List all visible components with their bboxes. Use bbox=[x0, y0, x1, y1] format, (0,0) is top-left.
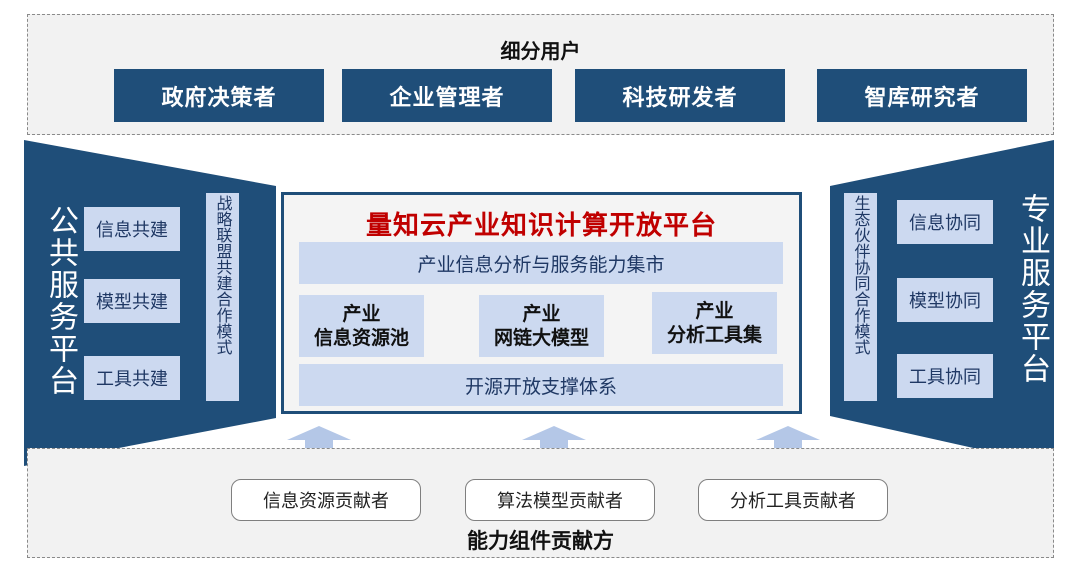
module-resource-pool-line1: 产业 bbox=[342, 303, 381, 325]
right-strip: 生态伙伴协同合作模式 bbox=[844, 193, 877, 401]
module-resource-pool-line2: 信息资源池 bbox=[313, 327, 409, 349]
right-strip-text: 生态伙伴协同合作模式 bbox=[851, 195, 871, 355]
service-market-bar: 产业信息分析与服务能力集市 bbox=[299, 242, 783, 284]
left-strip: 战略联盟共建合作模式 bbox=[206, 193, 239, 401]
up-arrow-icon bbox=[756, 426, 820, 456]
open-source-bar: 开源开放支撑体系 bbox=[299, 364, 783, 406]
right-item-info: 信息协同 bbox=[897, 200, 993, 244]
left-panel-title: 公共服务平台 bbox=[40, 205, 80, 406]
user-box-government: 政府决策者 bbox=[114, 69, 324, 122]
left-item-info: 信息共建 bbox=[84, 207, 180, 251]
module-chain-model: 产业 网链大模型 bbox=[479, 295, 604, 357]
contributor-tools: 分析工具贡献者 bbox=[698, 479, 888, 521]
left-strip-text: 战略联盟共建合作模式 bbox=[213, 195, 233, 355]
up-arrow-icon bbox=[522, 426, 586, 456]
module-resource-pool: 产业 信息资源池 bbox=[299, 295, 424, 357]
right-item-model: 模型协同 bbox=[897, 278, 993, 322]
contributor-info: 信息资源贡献者 bbox=[231, 479, 421, 521]
contributor-title: 能力组件贡献方 bbox=[467, 529, 614, 553]
contributor-algorithm: 算法模型贡献者 bbox=[465, 479, 655, 521]
user-box-thinktank: 智库研究者 bbox=[817, 69, 1027, 122]
module-analysis-tools-line1: 产业 bbox=[695, 300, 734, 322]
left-item-model: 模型共建 bbox=[84, 279, 180, 323]
user-box-enterprise: 企业管理者 bbox=[342, 69, 552, 122]
right-panel-title: 专业服务平台 bbox=[1012, 193, 1052, 394]
left-item-tool: 工具共建 bbox=[84, 356, 180, 400]
contributor-band: 信息资源贡献者 算法模型贡献者 分析工具贡献者 能力组件贡献方 bbox=[27, 448, 1054, 558]
user-segment-band: 细分用户 政府决策者 企业管理者 科技研发者 智库研究者 bbox=[27, 14, 1054, 135]
module-chain-model-line1: 产业 bbox=[522, 303, 561, 325]
up-arrow-icon bbox=[287, 426, 351, 456]
left-panel-title-text: 公共服务平台 bbox=[43, 205, 78, 397]
platform-title: 量知云产业知识计算开放平台 bbox=[365, 211, 717, 241]
right-panel-title-text: 专业服务平台 bbox=[1015, 193, 1050, 385]
user-segment-title: 细分用户 bbox=[500, 39, 581, 63]
right-item-tool: 工具协同 bbox=[897, 354, 993, 398]
platform-box: 量知云产业知识计算开放平台 产业信息分析与服务能力集市 产业 信息资源池 产业 … bbox=[281, 192, 802, 414]
module-chain-model-line2: 网链大模型 bbox=[493, 327, 589, 349]
module-analysis-tools: 产业 分析工具集 bbox=[652, 292, 777, 354]
user-box-researcher: 科技研发者 bbox=[575, 69, 785, 122]
module-analysis-tools-line2: 分析工具集 bbox=[666, 324, 762, 346]
